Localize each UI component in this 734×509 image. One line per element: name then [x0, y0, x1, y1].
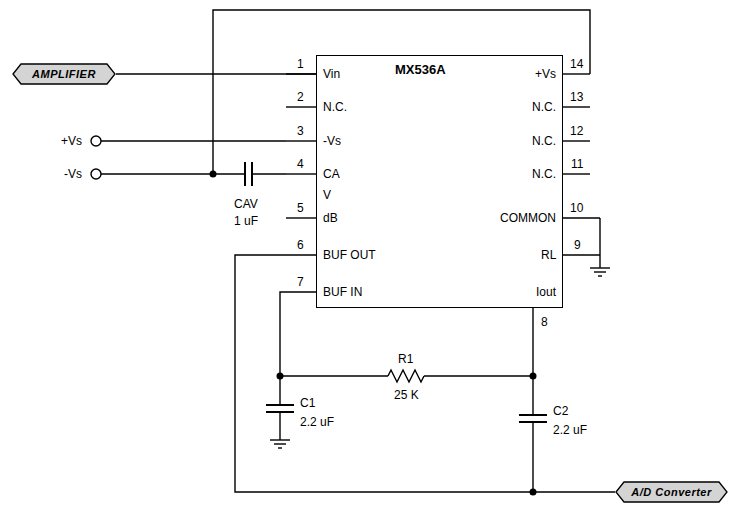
ic-package: MX536A: [316, 55, 563, 308]
pin-number: 12: [570, 124, 583, 138]
pin-name: N.C.: [532, 167, 556, 181]
junction-dot: [210, 171, 537, 496]
pin-name: BUF IN: [323, 285, 362, 299]
part-number: MX536A: [395, 62, 446, 77]
pin-name: RL: [541, 248, 556, 262]
pin-number: 14: [570, 57, 583, 71]
component-label: 25 K: [394, 388, 419, 402]
signal-name: A/D Converter: [615, 481, 728, 503]
pin-name: N.C.: [532, 100, 556, 114]
pin-name: N.C.: [532, 134, 556, 148]
pin-number: 11: [571, 157, 583, 171]
pin-number: 13: [570, 90, 583, 104]
pin-number: 2: [297, 90, 304, 104]
supply-wiring: [101, 10, 590, 174]
component-label: CAV: [234, 197, 258, 211]
supply-terminals: [91, 136, 101, 179]
pin-name: BUF OUT: [323, 248, 376, 262]
pin-name: +Vs: [535, 67, 556, 81]
pin-number: 5: [297, 201, 304, 215]
pin-name: COMMON: [500, 211, 556, 225]
pin-name: dB: [323, 211, 338, 225]
component-label: C2: [553, 404, 568, 418]
pin-number: 3: [297, 124, 304, 138]
capacitor-symbol: [245, 162, 252, 186]
pin-name: Vin: [323, 67, 340, 81]
component-label: R1: [398, 352, 413, 366]
signal-name: AMPLIFIER: [12, 63, 116, 85]
pin-number: 1: [297, 57, 304, 71]
tag-outline: [13, 64, 115, 84]
signal-tag: A/D Converter: [615, 481, 728, 503]
component-label: 2.2 uF: [553, 423, 587, 437]
component-label: C1: [300, 396, 315, 410]
pin-number: 9: [574, 238, 581, 252]
component-label: 2.2 uF: [300, 415, 334, 429]
ground-symbol: [270, 268, 610, 448]
pin-name: -Vs: [323, 134, 341, 148]
pin-number: 7: [297, 275, 304, 289]
capacitor-symbol: [266, 376, 547, 492]
pin-number: 4: [297, 157, 304, 171]
pin-stubs: [280, 74, 600, 376]
pin-number: 8: [541, 315, 548, 329]
tag-outline: [616, 482, 727, 502]
terminal-label: +Vs: [61, 134, 82, 148]
terminal-label: -Vs: [64, 167, 82, 181]
pin-number: 6: [297, 238, 304, 252]
pin-number: 10: [570, 201, 583, 215]
pin-name: N.C.: [323, 100, 347, 114]
signal-wire: [235, 255, 615, 492]
pin-name: V: [323, 188, 331, 202]
signal-wire: [116, 73, 316, 74]
pin-name: Iout: [536, 285, 556, 299]
signal-tag: AMPLIFIER: [12, 63, 116, 85]
pin-name: CA: [323, 167, 340, 181]
resistor-symbol: [280, 370, 533, 382]
component-label: 1 uF: [234, 214, 258, 228]
